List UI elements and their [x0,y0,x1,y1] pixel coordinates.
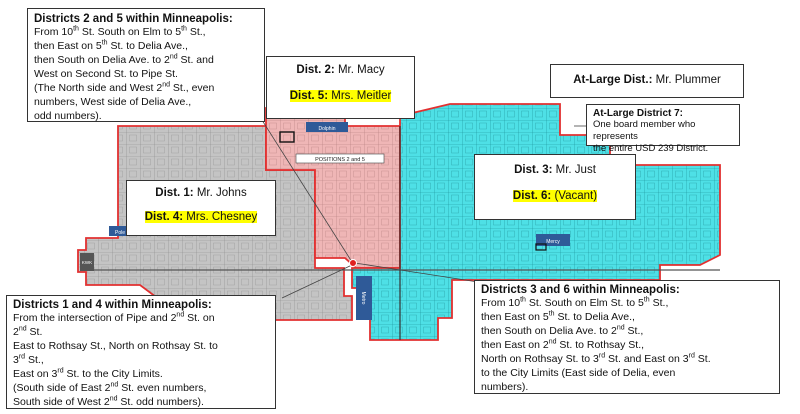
dist-5-label: Dist. 5: [289,90,329,102]
kwk-building [80,253,94,271]
districts-3-6-box: Districts 3 and 6 within Minneapolis: Fr… [474,280,780,394]
districts-1-4-title: Districts 1 and 4 within Minneapolis: [13,299,212,311]
pole-label: Pole [115,230,125,236]
dist-2-label: Dist. 2: [296,64,335,76]
dist-2-box: Dist. 2: Mr. Macy Dist. 5: Mrs. Meitler [266,56,415,119]
dist-3-box: Dist. 3: Mr. Just Dist. 6: (Vacant) [474,154,636,220]
districts-2-5-title: Districts 2 and 5 within Minneapolis: [34,13,233,25]
mercy-building [536,234,570,246]
location-pin-icon [349,259,357,267]
metro-building [356,276,372,320]
dolphin-label: Dolphin [319,126,336,132]
pole-building [109,226,131,236]
at-large-name: Mr. Plummer [655,74,721,86]
dist-6-label: Dist. 6: [512,190,552,202]
dolphin-building [306,122,348,132]
at-large-box: At-Large Dist.: Mr. Plummer [550,64,744,98]
dist-1-name: Mr. Johns [196,187,247,199]
at-large-label: At-Large Dist.: [573,74,653,86]
districts-2-5-box: Districts 2 and 5 within Minneapolis: Fr… [27,8,265,122]
dist-1-label: Dist. 1: [155,187,194,199]
dist-3-name: Mr. Just [555,164,596,176]
dist-5-name: Mrs. Meitler [331,90,392,102]
districts-1-4-box: Districts 1 and 4 within Minneapolis: Fr… [6,295,276,409]
metro-label: Metro [360,292,366,305]
dist-6-name: (Vacant) [554,190,598,202]
districts-3-6-title: Districts 3 and 6 within Minneapolis: [481,284,680,296]
positions-label-box [295,153,385,164]
dist-3-label: Dist. 3: [514,164,553,176]
dist-4-name: Mrs. Chesney [186,211,258,223]
positions-label: POSITIONS 2 and 5 [315,157,365,163]
mercy-label: Mercy [546,239,560,245]
dist-2-name: Mr. Macy [337,64,385,76]
at-large-7-box: At-Large District 7: One board member wh… [586,104,740,154]
kwk-label: KWK [82,260,92,265]
at-large-7-title: At-Large District 7: [593,108,684,119]
dist-1-box: Dist. 1: Mr. Johns Dist. 4: Mrs. Chesney [126,180,276,236]
dist-4-label: Dist. 4: [144,211,184,223]
